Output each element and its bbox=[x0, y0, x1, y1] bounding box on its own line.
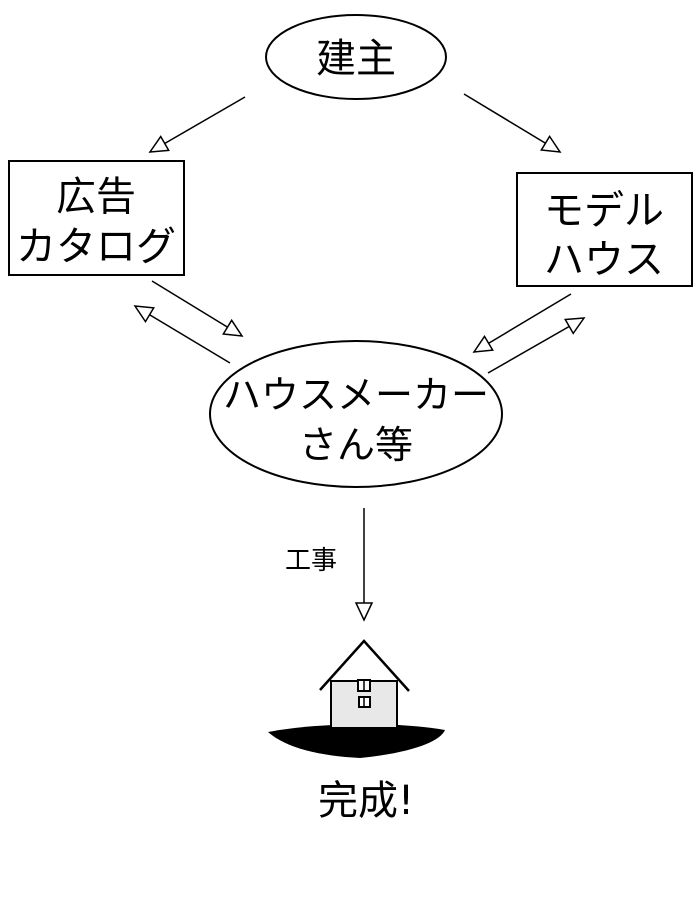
model-house-line2: ハウス bbox=[544, 237, 664, 283]
model-house-line1: モデル bbox=[544, 188, 664, 234]
construction-label: 工事 bbox=[285, 546, 337, 576]
arrow-builder-to-model-house bbox=[487, 317, 586, 374]
arrow-ad-catalog-to-builder bbox=[151, 280, 244, 337]
node-owner: 建主 bbox=[265, 14, 447, 100]
arrow-owner-to-ad-catalog bbox=[148, 96, 246, 153]
ad-catalog-line2: カタログ bbox=[16, 224, 176, 270]
node-ad-catalog: 広告 カタログ bbox=[8, 160, 185, 276]
node-model-house: モデル ハウス bbox=[516, 172, 693, 287]
completed-label: 完成! bbox=[318, 778, 414, 824]
arrow-builder-to-ad-catalog bbox=[133, 305, 231, 364]
builder-line2: さん等 bbox=[299, 423, 413, 467]
house-icon bbox=[268, 639, 445, 758]
arrow-model-house-to-builder bbox=[472, 293, 572, 353]
ad-catalog-line1: 広告 bbox=[56, 174, 136, 220]
arrow-owner-to-model-house bbox=[463, 93, 562, 153]
builder-line1: ハウスメーカー bbox=[223, 373, 489, 417]
node-builder: ハウスメーカー さん等 bbox=[209, 340, 503, 488]
owner-label: 建主 bbox=[316, 36, 396, 82]
